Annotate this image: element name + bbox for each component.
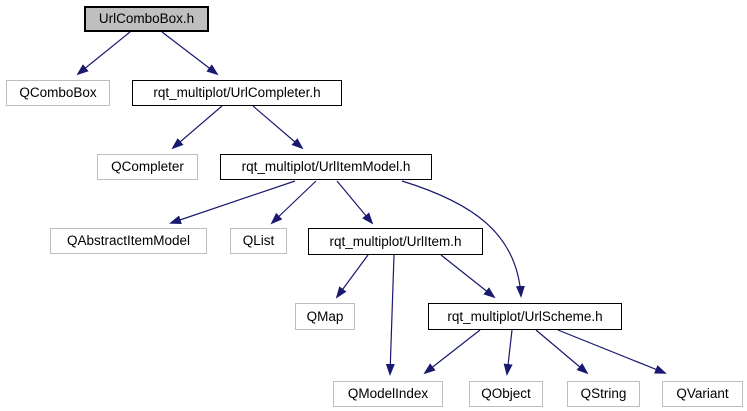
- edge-urlitemmodel-qlist: [270, 180, 317, 225]
- node-urlitemmodel-h[interactable]: rqt_multiplot/UrlItemModel.h: [220, 154, 432, 180]
- edge-urlcombobox-qcombobox: [76, 31, 131, 76]
- edge-urlcompleter-urlitemmodel: [252, 105, 304, 150]
- node-label: rqt_multiplot/UrlItem.h: [329, 233, 462, 249]
- node-qabstractitemmodel: QAbstractItemModel: [50, 228, 207, 254]
- node-qcombobox: QComboBox: [6, 80, 110, 106]
- node-label: QCompleter: [111, 159, 184, 175]
- node-label: QString: [580, 386, 627, 402]
- node-label: QVariant: [676, 386, 729, 402]
- node-urlscheme-h[interactable]: rqt_multiplot/UrlScheme.h: [428, 303, 622, 330]
- edge-urlscheme-qobject: [503, 329, 513, 376]
- node-qvariant: QVariant: [662, 381, 743, 407]
- node-qlist: QList: [230, 228, 287, 254]
- node-label: rqt_multiplot/UrlScheme.h: [447, 308, 603, 324]
- edge-urlitem-qmodelindex: [385, 254, 395, 376]
- edge-urlitemmodel-urlitem: [336, 180, 374, 225]
- node-label: QMap: [306, 308, 344, 324]
- node-qmap: QMap: [295, 303, 355, 330]
- node-qstring: QString: [567, 381, 640, 407]
- edge-urlscheme-qstring: [535, 329, 589, 375]
- edge-urlitem-qmap: [335, 254, 369, 299]
- node-label: QList: [242, 233, 275, 249]
- node-label: QModelIndex: [347, 386, 429, 402]
- edge-urlscheme-qmodelindex: [423, 329, 481, 375]
- edge-urlitem-urlscheme: [440, 254, 496, 299]
- node-label: QComboBox: [19, 85, 97, 101]
- edge-urlitemmodel-qabstractitemmodel: [169, 180, 296, 225]
- node-label: QAbstractItemModel: [66, 233, 191, 249]
- node-urlcompleter-h[interactable]: rqt_multiplot/UrlCompleter.h: [132, 80, 342, 106]
- node-urlcombobox-h: UrlComboBox.h: [84, 6, 209, 32]
- node-qmodelindex: QModelIndex: [333, 381, 443, 407]
- node-qcompleter: QCompleter: [97, 154, 198, 180]
- node-urlitem-h[interactable]: rqt_multiplot/UrlItem.h: [308, 228, 483, 255]
- node-label: rqt_multiplot/UrlItemModel.h: [241, 159, 411, 175]
- node-label: UrlComboBox.h: [98, 11, 195, 27]
- node-label: rqt_multiplot/UrlCompleter.h: [153, 85, 321, 101]
- edge-urlcompleter-qcompleter: [171, 105, 223, 150]
- node-qobject: QObject: [469, 381, 543, 407]
- node-label: QObject: [481, 386, 531, 402]
- edge-urlcombobox-urlcompleter: [161, 31, 219, 76]
- edge-urlscheme-qvariant: [557, 329, 667, 374]
